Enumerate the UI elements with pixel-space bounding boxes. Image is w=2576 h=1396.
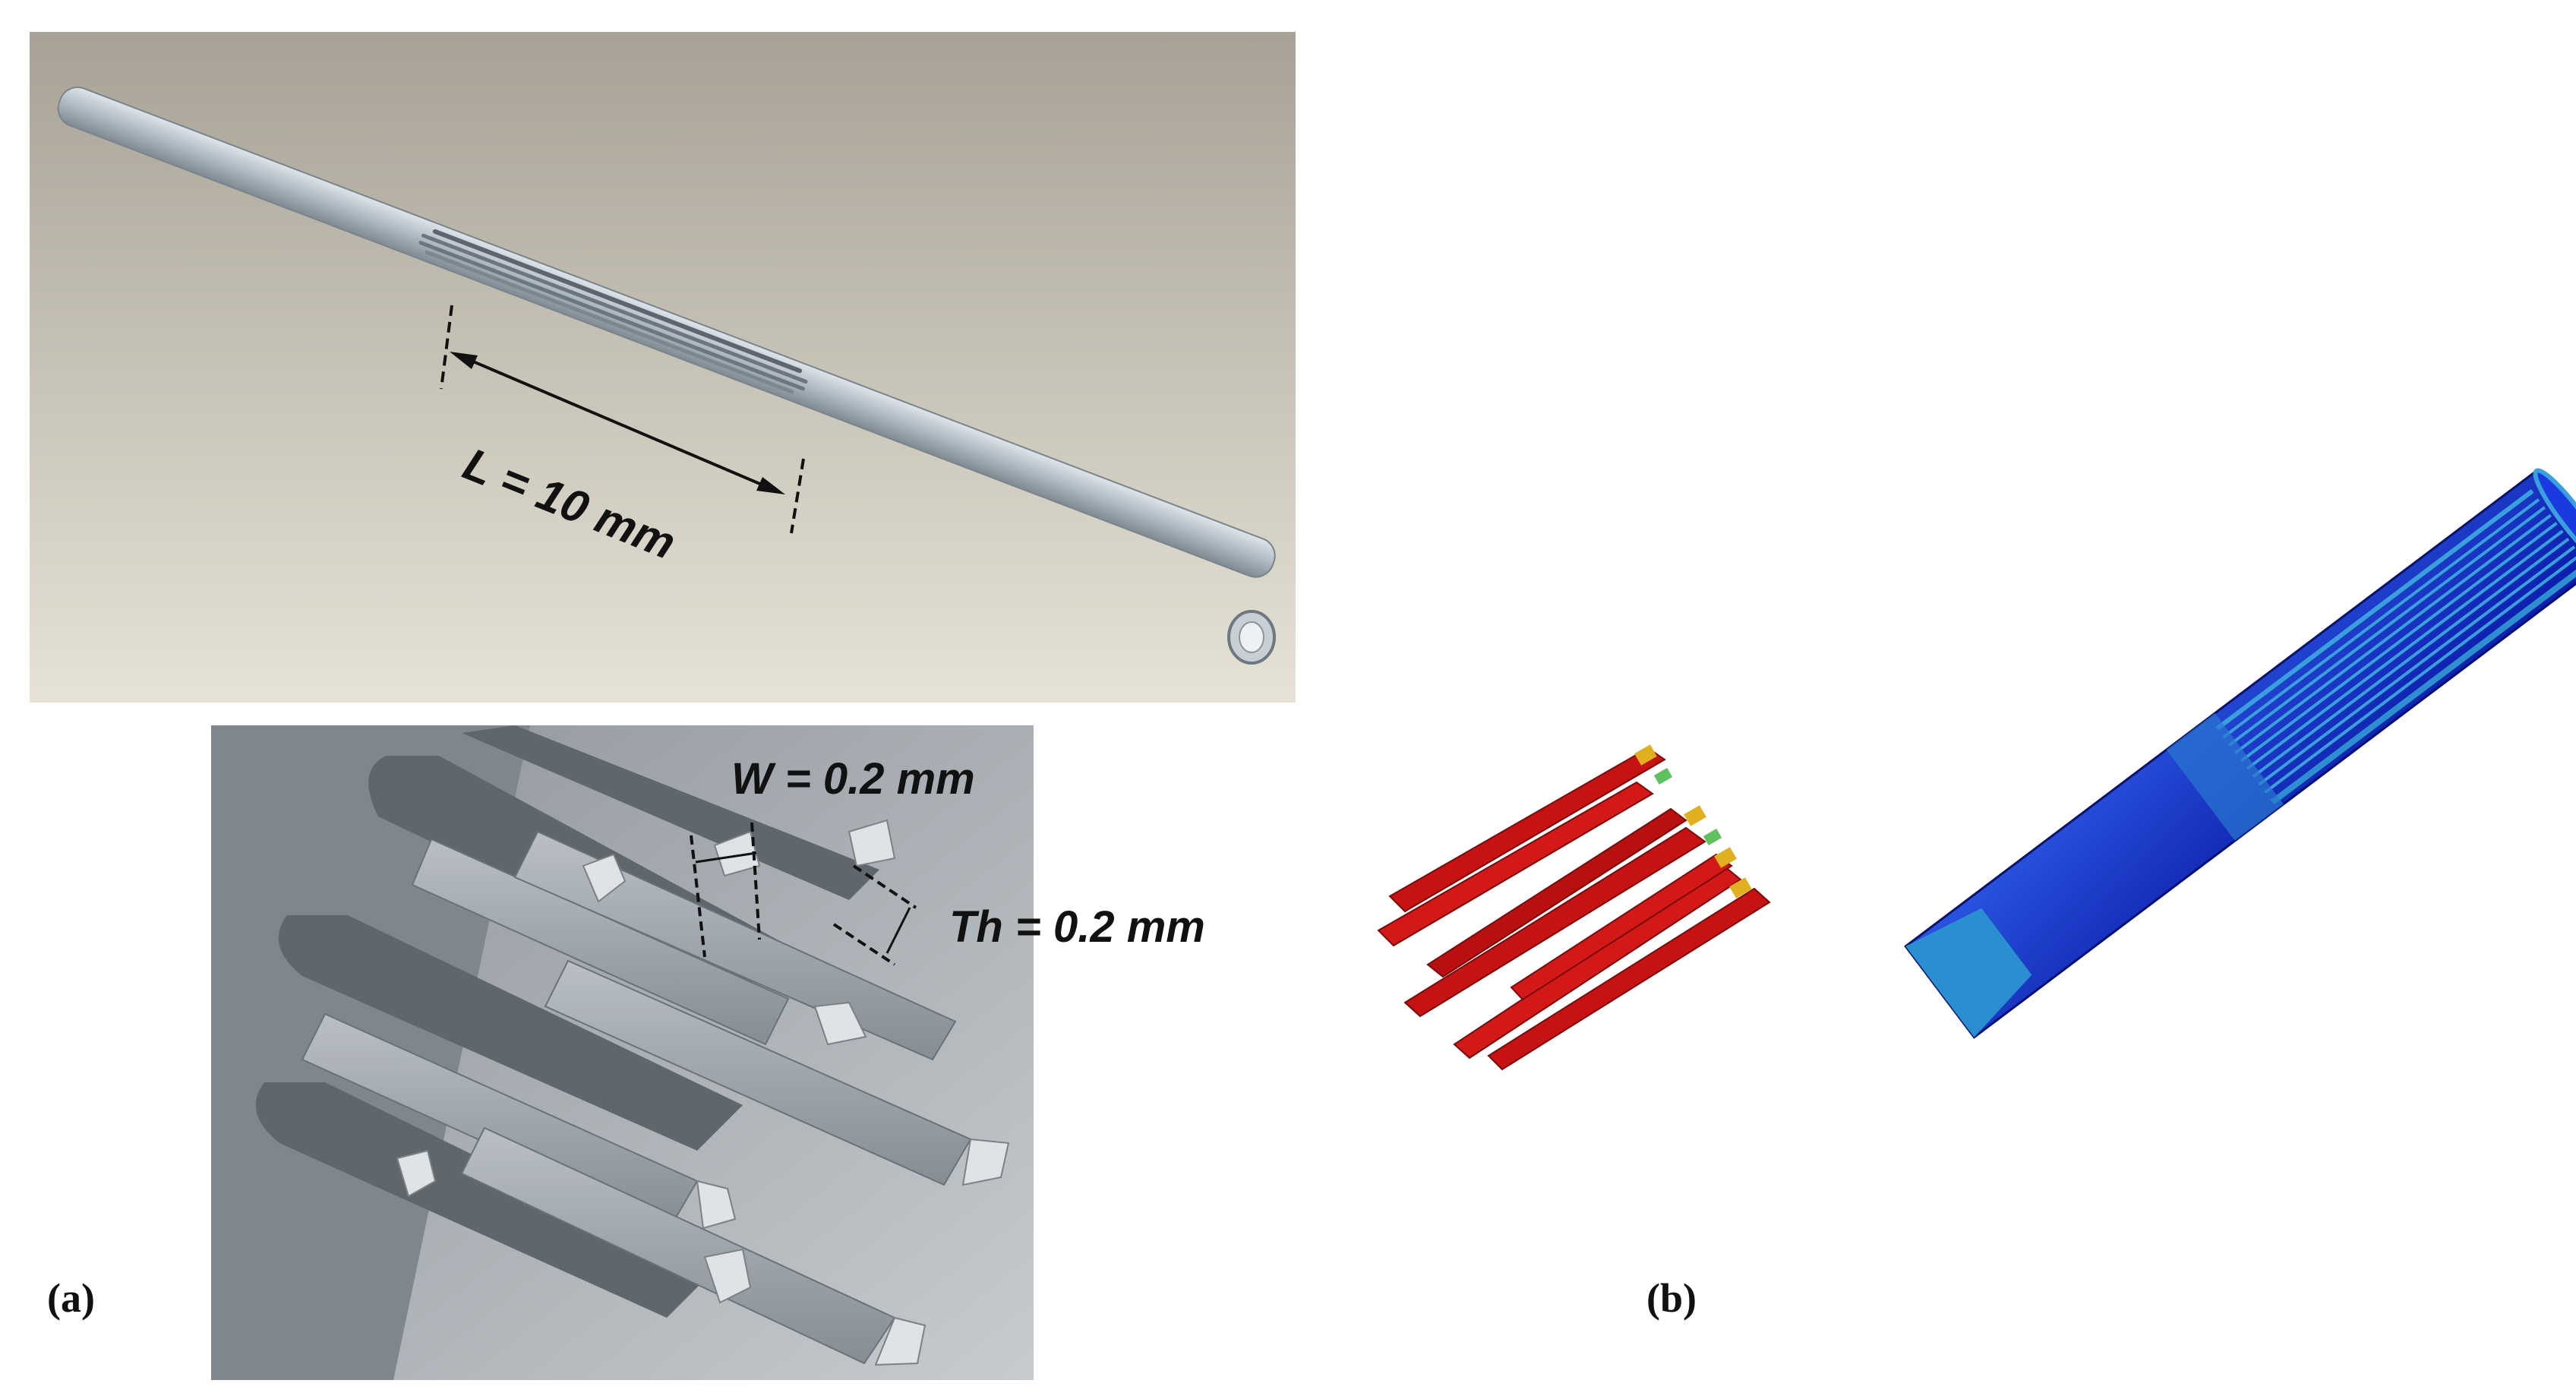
tube-body <box>57 86 1276 578</box>
width-label: W = 0.2 mm <box>731 754 975 804</box>
fea-result <box>1291 425 2576 1392</box>
slot-line <box>421 233 808 384</box>
width-extension-left <box>690 835 706 958</box>
cad-tube-overview: L = 10 mm <box>30 32 1296 703</box>
panel-b-label: (b) <box>1646 1275 1697 1321</box>
panel-a-label: (a) <box>47 1275 95 1321</box>
thickness-dimension-line <box>886 907 911 954</box>
extension-line-left <box>440 305 453 390</box>
fea-stress-highlights <box>1634 744 1752 899</box>
cad-strut-closeup-svg: W = 0.2 mm <box>211 725 1034 1380</box>
length-dimension-line <box>456 353 778 493</box>
extension-line-right <box>790 458 805 534</box>
cad-tube-overview-svg: L = 10 mm <box>30 32 1296 703</box>
struts <box>301 830 972 1365</box>
thickness-label: Th = 0.2 mm <box>949 902 1205 952</box>
arrowhead-right <box>756 477 785 494</box>
cad-background <box>30 32 1296 703</box>
slot-line <box>418 241 805 391</box>
slot-line <box>425 250 794 394</box>
fea-struts <box>1377 747 1771 1071</box>
thickness-extension-bottom <box>832 923 896 966</box>
cad-strut-closeup: W = 0.2 mm <box>211 725 1034 1380</box>
thickness-extension-top <box>852 864 917 909</box>
fea-tube-end <box>2533 468 2576 565</box>
strut-end-faces <box>396 819 1010 1366</box>
arrowhead-left <box>450 352 478 369</box>
fea-stripes <box>2166 489 2576 841</box>
width-dimension-line <box>695 851 757 864</box>
width-extension-right <box>750 822 761 940</box>
slot-line <box>432 229 803 374</box>
fea-tube <box>1904 468 2576 1039</box>
tube-bore <box>1239 621 1264 653</box>
fea-transition-zone <box>1905 908 2032 1038</box>
thickness-label-svg: Th = 0.2 mm <box>949 902 1205 952</box>
fea-result-svg <box>1377 468 2576 1071</box>
